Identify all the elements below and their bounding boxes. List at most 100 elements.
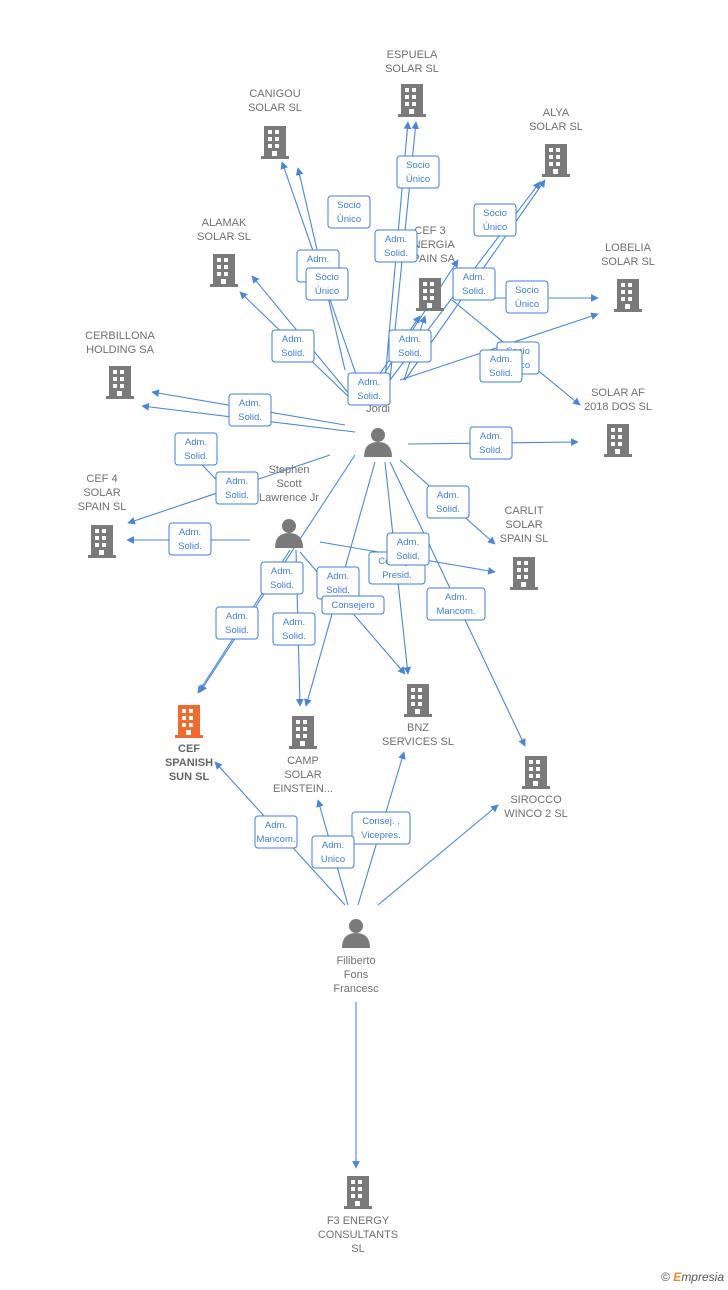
node-label: CERBILLONA <box>85 330 155 342</box>
relation-label: Adm.Solid. <box>374 229 418 263</box>
brand-name: mpresia <box>681 1270 724 1284</box>
relation-label-text: Solid. <box>436 504 460 515</box>
node-label: SUN SL <box>169 771 210 783</box>
company-node-cef4[interactable]: CEF 4 SOLAR SPAIN SL <box>78 473 127 558</box>
building-icon <box>614 279 642 312</box>
relation-label-text: Solid. <box>225 625 249 636</box>
node-label: ENERGIA <box>405 239 455 251</box>
relation-label-text: Adm. <box>399 334 421 345</box>
relation-label-text: Socio <box>315 272 339 283</box>
relation-label-text: Solid. <box>462 286 486 297</box>
relation-label-text: Presid. <box>382 570 412 581</box>
relation-label-text: Solid. <box>225 490 249 501</box>
relation-label-text: Adm. <box>282 334 304 345</box>
building-icon <box>542 144 570 177</box>
node-label: SPAIN SL <box>78 501 127 513</box>
relation-label-text: Solid. <box>398 348 422 359</box>
relation-label: Consej. ,Vicepres. <box>351 811 411 845</box>
company-node-solaraf[interactable]: SOLAR AF 2018 DOS SL <box>584 387 652 457</box>
node-label: Jordi <box>366 403 390 415</box>
relation-label-text: Solid. <box>326 585 350 596</box>
node-label: LOBELIA <box>605 242 652 254</box>
building-icon <box>261 126 289 159</box>
relation-label: Adm.Mancom. <box>426 587 486 621</box>
node-label: SPAIN SL <box>500 533 549 545</box>
person-icon <box>342 919 370 948</box>
building-icon <box>522 756 550 789</box>
relation-label-text: Adm. <box>226 476 248 487</box>
relation-label-text: Solid. <box>479 445 503 456</box>
relation-label: Consejero <box>321 595 385 615</box>
relation-label-text: Socio <box>515 285 539 296</box>
building-icon <box>344 1176 372 1209</box>
node-label: 2018 DOS SL <box>584 401 652 413</box>
node-label: WINCO 2 SL <box>504 808 568 820</box>
relation-label-text: Socio <box>406 160 430 171</box>
node-label: SOLAR SL <box>529 121 583 133</box>
node-label: CEF <box>178 743 200 755</box>
node-label: CEF 4 <box>86 473 117 485</box>
empresia-watermark: © Empresia <box>661 1270 724 1284</box>
relation-label-text: Adm. <box>480 431 502 442</box>
relation-label-text: Adm. <box>179 527 201 538</box>
company-node-camp[interactable]: CAMPSOLAREINSTEIN... <box>273 716 333 795</box>
relation-label-text: Adm. <box>271 566 293 577</box>
relation-label-text: Solid. <box>178 541 202 552</box>
relation-label-text: Socio <box>483 208 507 219</box>
node-label: SOLAR <box>505 519 542 531</box>
relation-label: Adm.Solid. <box>228 393 272 427</box>
relation-label: Adm. Solid. <box>260 561 304 595</box>
node-label: ALYA <box>543 107 570 119</box>
relation-label: Adm.Solid. <box>174 432 218 466</box>
relation-label-text: Adm. <box>226 611 248 622</box>
relation-label-text: Adm. <box>397 537 419 548</box>
relation-label-text: Solid. <box>238 412 262 423</box>
relation-label-text: Adm. <box>445 592 467 603</box>
building-icon <box>106 366 134 399</box>
relation-label-text: Adm. <box>490 354 512 365</box>
node-label: SOLAR <box>83 487 120 499</box>
node-label: SPAIN SA <box>405 253 456 265</box>
relation-label-text: Adm. <box>322 840 344 851</box>
node-label: ESPUELA <box>387 49 438 61</box>
relation-label-text: Adm. <box>265 820 287 831</box>
node-label: SOLAR AF <box>591 387 645 399</box>
node-label: BNZ <box>407 722 429 734</box>
building-icon <box>88 525 116 558</box>
company-node-bnz[interactable]: BNZ SERVICES SL <box>382 684 454 748</box>
relation-label-text: Adm. <box>358 377 380 388</box>
relationship-labels: SocioÚnicoSocioÚnicoAdm.Solid.SocioÚnico… <box>168 155 549 869</box>
node-label: SL <box>351 1243 364 1255</box>
relation-label-text: Solid. <box>270 580 294 591</box>
relation-label-text: Socio <box>337 200 361 211</box>
company-node-alya[interactable]: ALYA SOLAR SL <box>529 107 583 177</box>
relation-label-text: Vicepres. <box>361 830 400 841</box>
relation-label-text: Único <box>337 214 361 225</box>
relation-label-text: Adm. <box>307 254 329 265</box>
relation-label-text: Adm. <box>385 234 407 245</box>
relation-label: Adm. Solid. <box>215 606 259 640</box>
node-label: F3 ENERGY <box>327 1215 390 1227</box>
node-label: Lawrence Jr <box>259 492 319 504</box>
node-label: SERVICES SL <box>382 736 454 748</box>
building-icon <box>398 84 426 117</box>
building-icon <box>289 716 317 749</box>
node-label: ALAMAK <box>202 217 247 229</box>
